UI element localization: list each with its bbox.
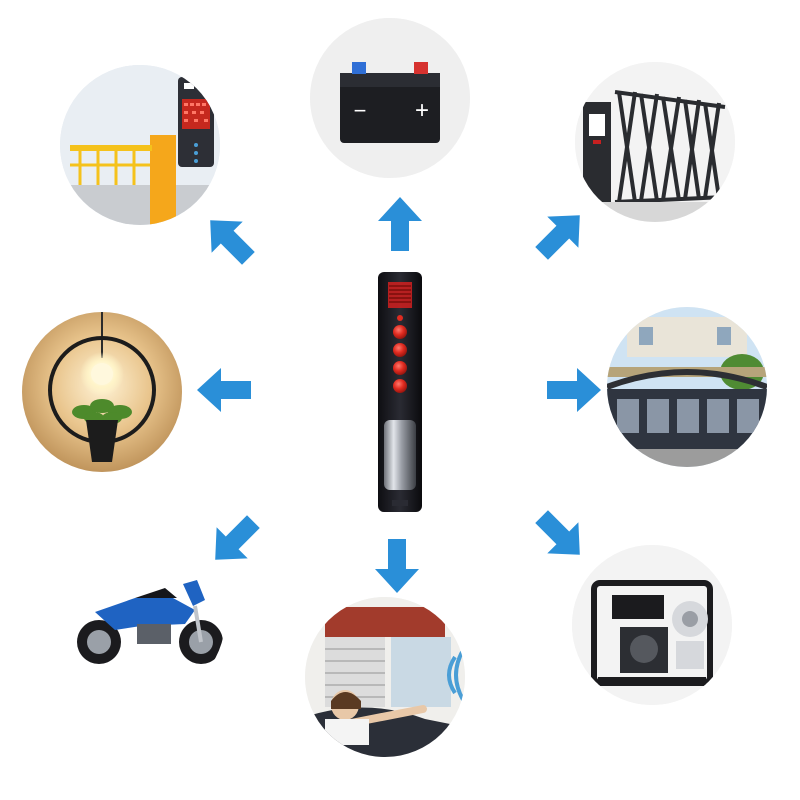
arrow-to-generator <box>525 500 595 570</box>
smart-light-node <box>22 312 182 472</box>
car-battery-icon: − + <box>310 18 470 178</box>
generator-node <box>572 545 732 705</box>
retractable-gate-node <box>575 62 735 222</box>
remote-button <box>393 361 407 375</box>
garage-door-icon <box>305 597 465 757</box>
garage-door-node <box>305 597 465 757</box>
retractable-gate-icon <box>575 62 735 222</box>
arrow-to-smart-light <box>190 355 260 425</box>
battery-minus-label: − <box>354 98 367 123</box>
remote-button <box>393 343 407 357</box>
remote-button <box>393 379 407 393</box>
light-bulb-icon <box>22 312 182 472</box>
arrow-to-car-battery <box>365 190 435 260</box>
barrier-gate-icon <box>60 65 220 225</box>
generator-icon <box>572 545 732 705</box>
arrow-to-retractable-gate <box>525 200 595 270</box>
iron-gate-icon <box>607 307 767 467</box>
motorcycle-node <box>65 540 225 700</box>
remote-button <box>393 325 407 339</box>
arrow-to-garage-door <box>362 530 432 600</box>
battery-plus-label: + <box>415 97 429 124</box>
car-battery-node: − + <box>310 18 470 178</box>
arrow-to-sliding-gate <box>538 355 608 425</box>
motorcycle-icon <box>65 540 225 700</box>
arrow-to-barrier-gate <box>195 205 265 275</box>
arrow-to-motorcycle <box>200 505 270 575</box>
remote-control <box>370 270 430 515</box>
barrier-gate-node <box>60 65 220 225</box>
sliding-gate-node <box>607 307 767 467</box>
